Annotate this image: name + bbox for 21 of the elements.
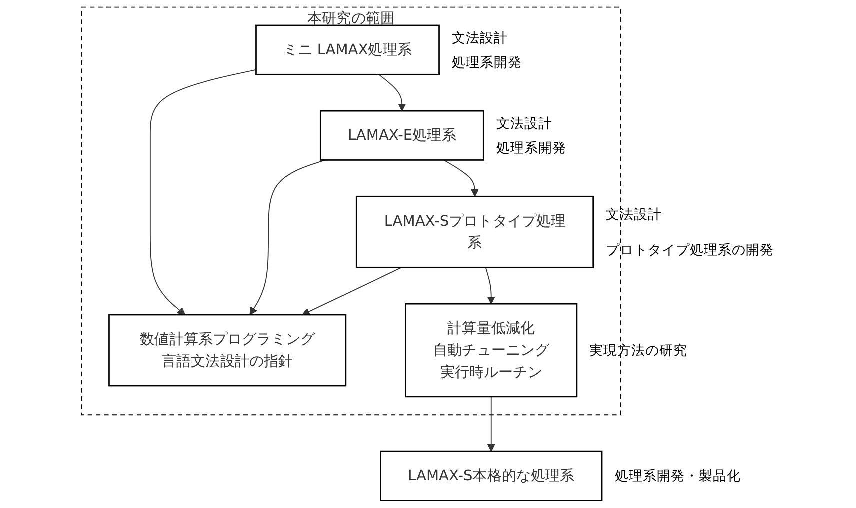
node-box: 数値計算系プログラミング言語文法設計の指針 bbox=[108, 314, 347, 387]
arrow bbox=[150, 69, 257, 316]
node-box: LAMAX-S本格的な処理系 bbox=[380, 450, 603, 502]
node-box: LAMAX-Sプロトタイプ処理系 bbox=[356, 196, 594, 268]
note-text: 文法設計 bbox=[452, 30, 508, 46]
arrow bbox=[302, 267, 402, 316]
note-text: 文法設計 bbox=[606, 206, 662, 223]
note-text: 処理系開発 bbox=[452, 54, 522, 71]
node-box: ミニ LAMAX処理系 bbox=[256, 24, 440, 76]
note-text: 処理系開発 bbox=[496, 140, 566, 156]
node-box: 計算量低減化 自動チューニング 実行時ルーチン bbox=[405, 303, 578, 398]
note-text: プロトタイプ処理系の開発 bbox=[606, 242, 774, 258]
arrow bbox=[487, 396, 496, 452]
note-text: 文法設計 bbox=[496, 116, 552, 132]
note-text: 処理系開発・製品化 bbox=[614, 468, 741, 485]
note-text: 実現方法の研究 bbox=[590, 343, 688, 360]
node-box: LAMAX-E処理系 bbox=[320, 110, 484, 161]
arrow bbox=[485, 267, 496, 304]
arrow bbox=[444, 160, 479, 197]
arrow bbox=[378, 74, 406, 112]
arrow bbox=[250, 160, 326, 316]
